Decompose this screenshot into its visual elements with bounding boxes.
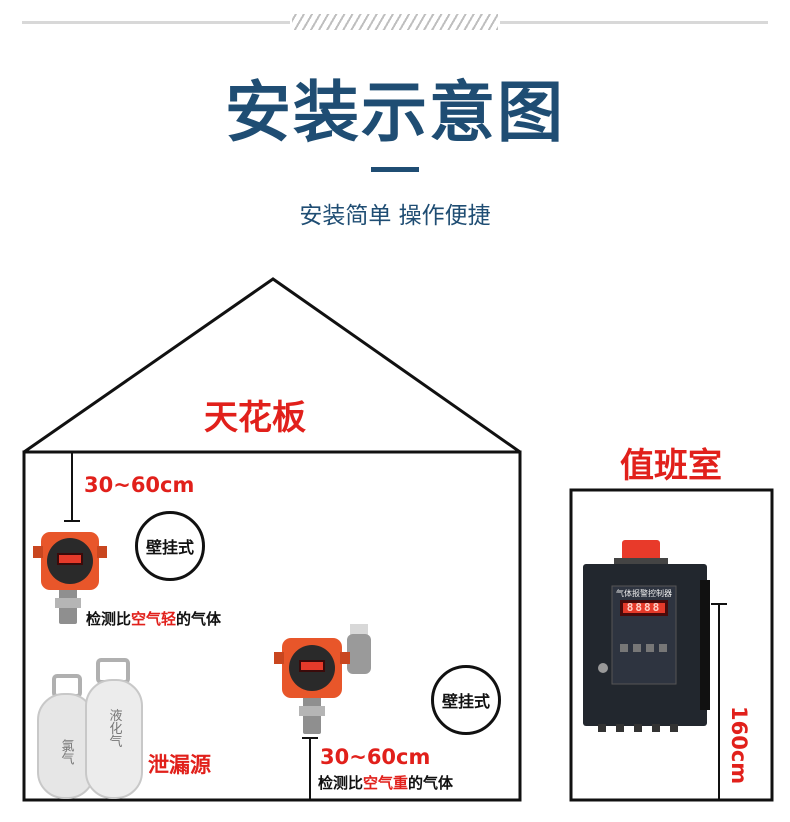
gas-detector-high-icon: [33, 532, 107, 624]
cylinder-2-label: 液化气: [107, 709, 123, 748]
duty-room-walls: [569, 488, 774, 802]
leak-source-label: 泄漏源: [148, 753, 211, 777]
page-title: 安装示意图: [225, 74, 565, 151]
cylinder-1-label: 氯气: [59, 739, 75, 765]
heavy-gas-caption: 检测比空气重的气体: [318, 774, 454, 792]
distance-top-label: 30~60cm: [84, 473, 195, 497]
controller-title: 气体报警控制器: [616, 588, 672, 598]
gas-cylinder-lpg-icon: [85, 658, 143, 799]
distance-bottom-label: 30~60cm: [320, 745, 431, 769]
ceiling-label: 天花板: [204, 398, 306, 438]
house-walls: [22, 450, 522, 802]
controller-display-digits: 8888: [626, 601, 662, 614]
header-hatch-decoration: [292, 14, 498, 30]
mount-badge-1: 壁挂式: [135, 511, 205, 581]
duty-room-label: 值班室: [620, 446, 722, 486]
header-line-right: [500, 21, 768, 24]
page-subtitle: 安装简单 操作便捷: [299, 203, 491, 229]
house-roof: [23, 277, 521, 454]
height-label: 160cm: [727, 706, 751, 785]
light-gas-caption: 检测比空气轻的气体: [86, 610, 222, 628]
title-underline: [371, 167, 419, 172]
alarm-controller-icon: [583, 540, 710, 732]
header-line-left: [22, 21, 290, 24]
gas-detector-low-icon: [274, 624, 371, 734]
mount-badge-2: 壁挂式: [431, 665, 501, 735]
